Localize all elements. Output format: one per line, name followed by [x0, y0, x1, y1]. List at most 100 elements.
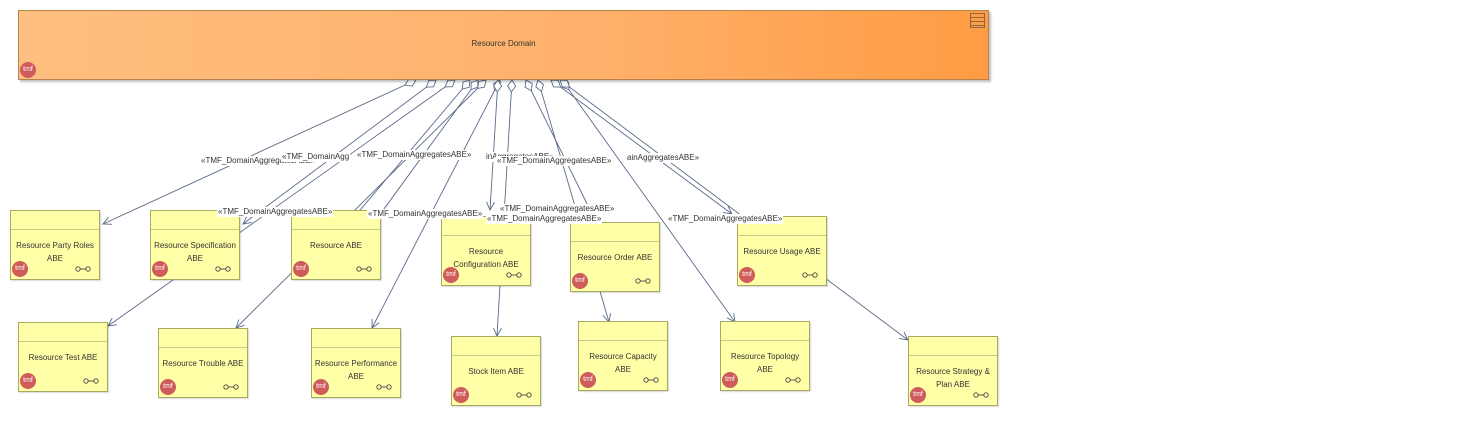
- tmf-badge-icon: tmf: [580, 372, 596, 388]
- resource-domain-package[interactable]: Resource Domain tmf: [18, 10, 989, 80]
- link-icon: [83, 378, 99, 384]
- aggregation-diamond-icon: [550, 79, 562, 88]
- tmf-badge-icon: tmf: [739, 267, 755, 283]
- abe-header: [11, 211, 99, 230]
- link-icon: [75, 266, 91, 272]
- stereotype-label: «TMF_DomainAggregatesABE»: [367, 209, 484, 219]
- aggregation-diamond-icon: [444, 79, 456, 88]
- abe-header: [909, 337, 997, 356]
- aggregation-diamond-icon: [507, 79, 517, 93]
- tmf-badge-icon: tmf: [20, 373, 36, 389]
- abe-box-stock-item[interactable]: Stock Item ABE tmf: [451, 336, 541, 406]
- abe-header: [452, 337, 540, 356]
- arrowhead-icon: [486, 201, 495, 212]
- arrowhead-icon: [102, 216, 112, 225]
- link-icon: [223, 384, 239, 390]
- aggregation-connector[interactable]: [561, 79, 736, 323]
- abe-name: Resource Order ABE: [577, 253, 653, 262]
- stereotype-label: ainAggregatesABE»: [626, 153, 701, 163]
- aggregation-connector[interactable]: [559, 79, 909, 341]
- tmf-badge-icon: tmf: [12, 261, 28, 277]
- abe-name: Resource Performance ABE: [314, 359, 398, 381]
- aggregation-connector[interactable]: [102, 79, 417, 225]
- stereotype-label: «TMF_DomainAggregatesABE»: [486, 214, 603, 224]
- abe-name: Resource Topology ABE: [730, 352, 800, 374]
- aggregation-connector[interactable]: [235, 79, 487, 329]
- abe-header: [442, 217, 530, 236]
- aggregation-connector[interactable]: [525, 79, 597, 223]
- aggregation-diamond-icon: [524, 79, 533, 92]
- tmf-badge-icon: tmf: [453, 387, 469, 403]
- menu-icon[interactable]: [970, 13, 985, 28]
- aggregation-diamond-icon: [461, 79, 471, 90]
- link-icon: [643, 377, 659, 383]
- abe-header: [579, 322, 667, 341]
- aggregation-diamond-icon: [425, 79, 437, 88]
- abe-name: Resource Configuration ABE: [453, 247, 519, 269]
- link-icon: [215, 266, 231, 272]
- link-icon: [635, 278, 651, 284]
- abe-box-order[interactable]: Resource Order ABE tmf: [570, 222, 660, 292]
- abe-header: [571, 223, 659, 242]
- abe-name: Resource Strategy & Plan ABE: [916, 367, 990, 389]
- abe-name: Resource Party Roles ABE: [16, 241, 94, 263]
- tmf-badge-icon: tmf: [443, 267, 459, 283]
- link-icon: [506, 272, 522, 278]
- abe-name: Resource Capacity ABE: [589, 352, 657, 374]
- abe-box-resource[interactable]: Resource ABE tmf: [291, 210, 381, 280]
- aggregation-connector[interactable]: [371, 79, 501, 329]
- abe-name: Resource ABE: [309, 241, 363, 250]
- arrowhead-icon: [242, 215, 252, 225]
- abe-box-usage[interactable]: Resource Usage ABE tmf: [737, 216, 827, 286]
- abe-header: [292, 211, 380, 230]
- abe-name: Resource Trouble ABE: [162, 359, 244, 368]
- stereotype-label: «TMF_DomainAggregatesABE»: [667, 214, 784, 224]
- abe-name: Resource Specification ABE: [154, 241, 236, 263]
- aggregation-diamond-icon: [493, 79, 503, 93]
- link-icon: [802, 272, 818, 278]
- abe-box-trouble[interactable]: Resource Trouble ABE tmf: [158, 328, 248, 398]
- stereotype-label: «TMF_DomainAggregatesABE»: [356, 150, 473, 160]
- stereotype-label: «TMF_DomainAggregatesABE»: [499, 204, 616, 214]
- abe-header: [159, 329, 247, 348]
- abe-name: Stock Item ABE: [468, 367, 524, 376]
- abe-header: [738, 217, 826, 236]
- link-icon: [516, 392, 532, 398]
- link-icon: [785, 377, 801, 383]
- aggregation-connector[interactable]: [550, 79, 733, 215]
- tmf-badge-icon: tmf: [152, 261, 168, 277]
- abe-header: [19, 323, 107, 342]
- abe-header: [721, 322, 809, 341]
- aggregation-connector[interactable]: [107, 79, 456, 327]
- stereotype-label: «TMF_DomainAgg: [281, 152, 351, 162]
- tmf-badge-icon: tmf: [160, 379, 176, 395]
- tmf-badge-icon: tmf: [722, 372, 738, 388]
- abe-name: Resource Usage ABE: [743, 247, 821, 256]
- abe-header: [151, 211, 239, 230]
- tmf-badge-icon: tmf: [910, 387, 926, 403]
- stereotype-label: «TMF_DomainAggregatesABE»: [217, 207, 334, 217]
- link-icon: [973, 392, 989, 398]
- stereotype-label: «TMF_DomainAggregatesABE»: [200, 156, 317, 166]
- aggregation-diamond-icon: [476, 79, 487, 90]
- tmf-badge-icon: tmf: [293, 261, 309, 277]
- tmf-badge-icon: tmf: [572, 273, 588, 289]
- aggregation-connector[interactable]: [489, 79, 499, 211]
- stereotype-label: «TMF_DomainAggregatesABE»: [496, 156, 613, 166]
- domain-title: Resource Domain: [471, 39, 536, 48]
- aggregation-diamond-icon: [559, 79, 571, 88]
- arrowhead-icon: [107, 317, 117, 327]
- abe-header: [312, 329, 400, 348]
- aggregation-diamond-icon: [535, 79, 545, 93]
- tmf-badge-icon: tmf: [313, 379, 329, 395]
- aggregation-diamond-icon: [470, 79, 479, 91]
